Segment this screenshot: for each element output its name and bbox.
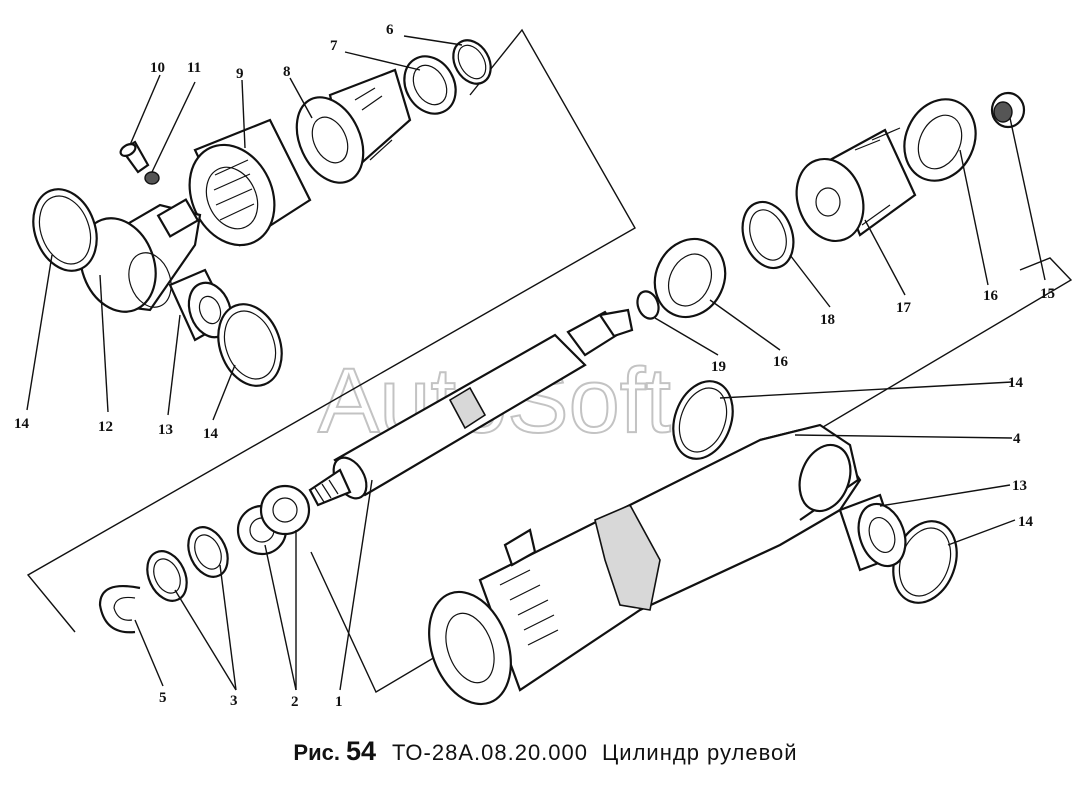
part-3-seal-a [187, 526, 229, 578]
assembly-frame-lines [26, 28, 1073, 693]
part-15-nut [990, 91, 1026, 129]
callout-7: 7 [330, 38, 338, 54]
callout-16-mid: 16 [773, 354, 789, 370]
part-14-ring-left [32, 188, 98, 272]
part-7-washer [403, 55, 457, 115]
part-17-piston [795, 127, 917, 243]
figure-title: Цилиндр рулевой [602, 740, 798, 765]
callout-4: 4 [1013, 431, 1021, 447]
callout-numbers: 6 7 8 9 10 11 14 12 13 14 1 2 3 5 14 4 1… [14, 22, 1055, 710]
part-1-rod [308, 308, 634, 507]
callout-18: 18 [820, 312, 835, 328]
part-10-screw [119, 140, 150, 174]
part-16-collar-mid [653, 237, 727, 319]
part-14-ring-top [672, 380, 734, 460]
callout-9: 9 [236, 66, 244, 82]
callout-2: 2 [291, 694, 299, 710]
part-9-nut [188, 118, 312, 247]
part-8-piston [295, 68, 412, 184]
drawing-code: ТО-28А.08.20.000 [391, 740, 589, 765]
figure-caption: Рис.54 ТО-28А.08.20.000 Цилиндр рулевой [0, 736, 1091, 767]
callout-1: 1 [335, 694, 343, 710]
part-4-cylinder [428, 423, 862, 706]
figure-label: Рис. [293, 740, 340, 765]
callout-3: 3 [230, 693, 238, 709]
part-12-eye [79, 198, 202, 313]
callout-16-top: 16 [983, 288, 999, 304]
part-16-collar-top [903, 98, 977, 182]
callout-13-right: 13 [1012, 478, 1027, 494]
callout-6: 6 [386, 22, 394, 38]
callout-14-left: 14 [14, 416, 30, 432]
part-18-ring [741, 200, 795, 270]
part-6-ring [452, 39, 492, 85]
callout-5: 5 [159, 690, 167, 706]
part-5-snap-ring [98, 584, 141, 634]
callout-17: 17 [896, 300, 912, 316]
callout-12: 12 [98, 419, 113, 435]
part-13-bearing-right [838, 493, 907, 572]
part-2-bushing-b [259, 484, 311, 536]
callout-13-left: 13 [158, 422, 173, 438]
callout-19: 19 [711, 359, 726, 375]
callout-14-top: 14 [1008, 375, 1024, 391]
part-11-washer [144, 171, 160, 185]
part-3-seal-b [146, 550, 188, 602]
callout-10: 10 [150, 60, 165, 76]
callout-15: 15 [1040, 286, 1055, 302]
callout-8: 8 [283, 64, 291, 80]
callout-14-mid: 14 [203, 426, 219, 442]
callout-11: 11 [187, 60, 201, 76]
leader-lines [26, 35, 1046, 691]
part-19-ring [636, 290, 660, 320]
callout-14-right: 14 [1018, 514, 1034, 530]
figure-number: 54 [345, 736, 376, 766]
